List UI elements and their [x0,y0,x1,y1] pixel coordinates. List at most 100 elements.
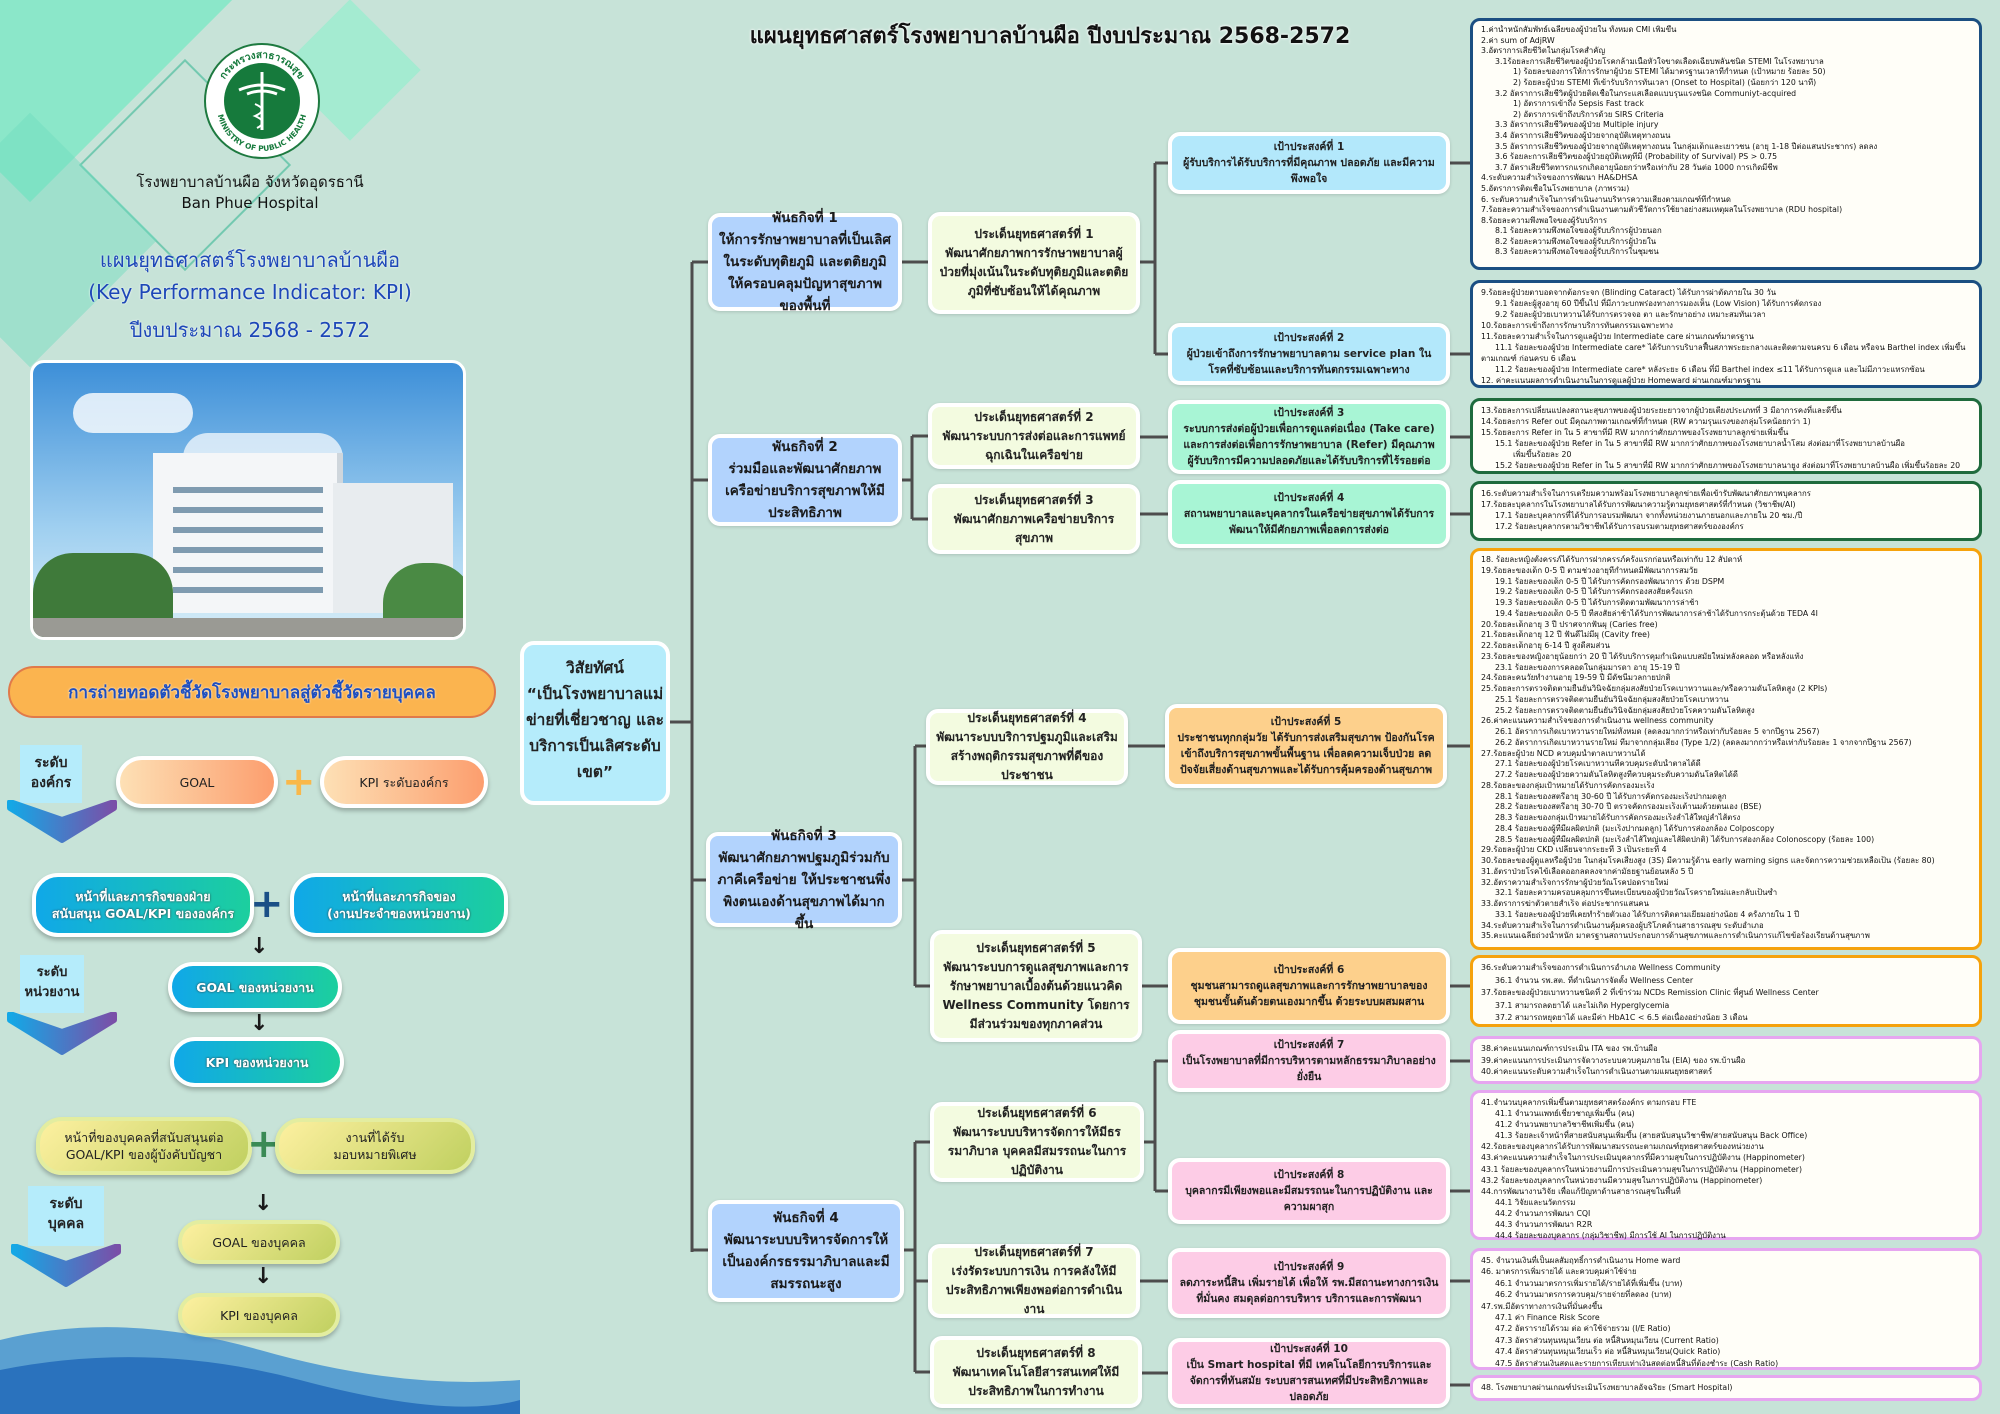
kpi-item: 28.ร้อยละของกลุ่มเป้าหมายได้รับการคัดกรอ… [1481,780,1655,790]
kpi-item: 8.ร้อยละความพึงพอใจของผู้รับบริการ [1481,215,1608,225]
kpi-item: เพิ่มขึ้นร้อยละ 20 [1513,450,1572,459]
goal-box: เป้าประสงค์ที่ 5 ประชาชนทุกกลุ่มวัย ได้รั… [1165,704,1447,788]
kpi-list-box: 16.ระดับความสำเร็จในการเตรียมความพร้อมโร… [1470,481,1982,541]
kpi-item: 28.3 ร้อยละของกลุ่มเป้าหมายได้รับการคัดก… [1495,813,1741,822]
strategy-box-text: พัฒนาเทคโนโลยีสารสนเทศให้มีประสิทธิภาพใน… [952,1364,1120,1398]
kpi-item: 23.ร้อยละของหญิงอายุน้อยกว่า 20 ปี ได้รั… [1481,651,1804,661]
kpi-item: 12. ค่าคะแนนผลการดำเนินงานในการดูแลผู้ป่… [1481,376,1761,385]
person-special-task-pill: งานที่ได้รับมอบหมายพิเศษ [275,1118,475,1174]
kpi-item: 3.5 อัตราการเสียชีวิตของผู้ป่วยจากอุบัติ… [1495,141,1878,151]
kpi-item: 9.ร้อยละผู้ป่วยตาบอดจากต้อกระจก (Blindin… [1481,288,1777,297]
strategy-box-text: พัฒนาระบบการดูแลสุขภาพและการรักษาพยาบาลเ… [942,959,1130,1031]
chevron-down-icon [7,1012,117,1055]
kpi-item: 43.ค่าคะแนนความสำเร็จในการประเมินบุคลากร… [1481,1153,1805,1163]
kpi-item: 1) ร้อยละของการให้การรักษาผู้ป่วย STEMI … [1513,67,1826,77]
vision-text: “เป็นโรงพยาบาลแม่ข่ายที่เชี่ยวชาญ และบริ… [526,685,664,781]
mission-box-text: พัฒนาศักยภาพปฐมภูมิร่วมกับภาคีเครือข่าย … [717,849,891,932]
strategy-box-title: ประเด็นยุทธศาสตร์ที่ 8 [976,1345,1096,1360]
kpi-item: 33.อัตราการฆ่าตัวตายสำเร็จ ต่อประชากรแสน… [1481,899,1649,908]
level-label-line: หน่วยงาน [24,985,80,1000]
strategy-box: ประเด็นยุทธศาสตร์ที่ 5 พัฒนาระบบการดูแลสุ… [930,930,1142,1042]
kpi-list-box: 9.ร้อยละผู้ป่วยตาบอดจากต้อกระจก (Blindin… [1470,280,1982,388]
person-goal-pill: GOAL ของบุคคล [178,1220,340,1264]
goal-box-title: เป้าประสงค์ที่ 9 [1273,1261,1345,1273]
kpi-item: 41.3 ร้อยละเจ้าหน้าที่สายสนับสนุนเพิ่มขึ… [1495,1131,1808,1141]
strategy-box-title: ประเด็นยุทธศาสตร์ที่ 1 [974,227,1094,241]
unit-goal-pill: GOAL ของหน่วยงาน [168,962,342,1012]
chevron-down-icon [7,800,117,843]
pill-line: มอบหมายพิเศษ [333,1147,417,1162]
pill-line: GOAL/KPI ของผู้บังคับบัญชา [65,1147,223,1162]
kpi-item: 26.2 อัตราการเกิดเบาหวานรายใหม่ ที่มาจาก… [1495,737,1912,747]
plus-icon: + [282,759,316,805]
goal-box-title: เป้าประสงค์ที่ 8 [1273,1169,1345,1181]
kpi-item: 3.4 อัตราการเสียชีวิตของผู้ป่วยจากอุบัติ… [1495,130,1671,140]
kpi-item: 30.ร้อยละของผู้ดูแลหรือผู้ป่วย ในกลุ่มโร… [1481,856,1935,865]
kpi-item: 44.2 จำนวนการพัฒนา CQI [1495,1208,1591,1218]
kpi-item: 10.ร้อยละการเข้าถึงการรักษาบริการทันตกรร… [1481,321,1673,330]
kpi-item: ตามเกณฑ์ ก่อนครบ 6 เดือน [1481,354,1576,363]
hospital-building-photo [30,360,466,640]
kpi-item: 17.1 ร้อยละบุคลากรที่ได้รับการอบรมพัฒนา … [1495,511,1803,520]
kpi-item: 19.3 ร้อยละของเด็ก 0-5 ปี ได้รับการติดตา… [1495,598,1699,607]
kpi-item: 42.ร้อยละของบุคลากรได้รับการพัฒนาสมรรถนะ… [1481,1142,1764,1152]
goal-box-text: ระบบการส่งต่อผู้ป่วยเพื่อการดูแลต่อเนื่อ… [1183,423,1435,467]
kpi-item: 28.1 ร้อยละของสตรีอายุ 30-60 ปี ได้รับกา… [1495,791,1727,801]
kpi-item: 44.4 ร้อยละของบุคลากร (กลุ่มวิชาชีพ) มีก… [1495,1231,1726,1241]
kpi-item: 34.ระดับความสำเร็จในการดำเนินงานคุ้มครอง… [1481,920,1764,930]
kpi-item: 11.2 ร้อยละของผู้ป่วย Intermediate care*… [1495,365,1925,374]
goal-box-title: เป้าประสงค์ที่ 10 [1270,1343,1348,1355]
ministry-logo: กระทรวงสาธารณสุข MINISTRY OF PUBLIC HEAL… [204,43,320,159]
goal-box: เป้าประสงค์ที่ 9 ลดภาระหนี้สิน เพิ่มรายได… [1168,1248,1450,1318]
kpi-item: 47.4 อัตราส่วนทุนหมุนเวียนเร็ว ต่อ หนี้ส… [1495,1347,1721,1357]
kpi-item: 2) อัตราการเข้าถึงบริการด้วย SIRS Criter… [1513,109,1664,119]
kpi-item: 15.ร้อยละการ Refer in ใน 5 สาขาที่มี RW … [1481,428,1789,437]
strategy-box-text: พัฒนาระบบการส่งต่อและการแพทย์ฉุกเฉินในเค… [942,428,1126,462]
hospital-name-english: Ban Phue Hospital [181,194,319,212]
kpi-item: 1.ค่าน้ำหนักสัมพัทธ์เฉลี่ยของผู้ป่วยใน ท… [1481,25,1677,34]
mission-box-title: พันธกิจที่ 1 [772,210,838,226]
goal-box-title: เป้าประสงค์ที่ 5 [1270,716,1342,728]
plan-years: ปีงบประมาณ 2568 - 2572 [129,318,371,342]
kpi-item: 9.1 ร้อยละผู้สูงอายุ 60 ปีขึ้นไป ที่มีภา… [1495,299,1822,308]
kpi-item: 47.1 ค่า Finance Risk Score [1495,1313,1600,1323]
kpi-item: 7.ร้อยละความสำเร็จของการดำเนินงานตามตัวช… [1481,205,1843,215]
kpi-item: 28.5 ร้อยละของผู้ที่มีผลผิดปกติ (มะเร็งล… [1495,834,1875,844]
kpi-item: 27.ร้อยละผู้ป่วย NCD ควบคุมน้ำตาลเบาหวาน… [1481,748,1646,758]
kpi-item: 8.2 ร้อยละความพึงพอใจของผู้รับบริการผู้ป… [1495,236,1657,246]
kpi-item: 4.ระดับความสำเร็จของการพัฒนา HA&DHSA [1481,173,1638,183]
goal-box-text: ผู้รับบริการได้รับบริการที่มีคุณภาพ ปลอด… [1183,157,1435,185]
kpi-item: 5.อัตราการติดเชื้อในโรงพยาบาล (ภาพรวม) [1481,183,1630,193]
goal-box-text: ลดภาระหนี้สิน เพิ่มรายได้ เพื่อให้ รพ.มี… [1179,1277,1439,1305]
kpi-item: 46.1 จำนวนมาตรการเพิ่มรายได้/รายได้ที่เพ… [1495,1278,1683,1288]
mission-box-text: พัฒนาระบบบริหารจัดการให้เป็นองค์กรธรรมาภ… [722,1232,890,1292]
kpi-item: 19.ร้อยละของเด็ก 0-5 ปี ตามช่วงอายุที่กำ… [1481,565,1698,575]
pill-line: หน้าที่และภารกิจของฝ่าย [75,889,211,904]
strategy-box: ประเด็นยุทธศาสตร์ที่ 8 พัฒนาเทคโนโลยีสารส… [930,1336,1142,1408]
arrow-down-icon: ↓ [250,934,269,959]
kpi-item: 8.3 ร้อยละความพึงพอใจของผู้รับบริการในชุ… [1495,247,1659,257]
kpi-item: 27.2 ร้อยละของผู้ป่วยความดันโลหิตสูงที่ค… [1495,770,1738,779]
strategy-box-text: เร่งรัดระบบการเงิน การคลังให้มีประสิทธิภ… [945,1264,1123,1316]
goal-box-text: ประชาชนทุกกลุ่มวัย ได้รับการส่งเสริมสุขภ… [1177,732,1435,776]
kpi-item: 8.1 ร้อยละความพึงพอใจของผู้รับบริการผู้ป… [1495,226,1662,236]
kpi-item: 47.5 อัตราส่วนเงินสดและรายการเทียบเท่าเง… [1495,1358,1779,1368]
kpi-item: 43.1 ร้อยละของบุคลากรในหน่วยงานมีการประเ… [1481,1164,1803,1174]
arrow-down-icon: ↓ [254,1191,273,1216]
kpi-item: 15.1 ร้อยละของผู้ป่วย Refer in ใน 5 สาขา… [1495,439,1905,448]
kpi-item: 44.การพัฒนางานวิจัย เพื่อแก้ปัญหาด้านสาธ… [1481,1186,1681,1196]
kpi-item: 31.อัตราป่วยโรคไข้เลือดออกลดลงจากค่ามัธย… [1481,866,1694,876]
strategy-box-title: ประเด็นยุทธศาสตร์ที่ 5 [976,940,1096,955]
level-label-line: บุคคล [47,1216,85,1232]
arrow-down-icon: ↓ [250,1011,269,1036]
kpi-item: 47.รพ.มีอัตราทางการเงินที่มั่นคงขึ้น [1481,1301,1603,1311]
kpi-item: 47.3 อัตราส่วนทุนหมุนเวียน ต่อ หนี้สินหม… [1495,1335,1719,1345]
kpi-item: 25.ร้อยละการตรวจติดตามยืนยันวินิจฉัยกลุ่… [1481,684,1828,693]
goal-box-text: เป็น Smart hospital ที่มี เทคโนโลยีการบร… [1186,1359,1432,1403]
strategy-box-title: ประเด็นยุทธศาสตร์ที่ 7 [974,1245,1094,1259]
unit-kpi-pill: KPI ของหน่วยงาน [170,1037,344,1087]
kpi-item: 19.2 ร้อยละของเด็ก 0-5 ปี ได้รับการคัดกร… [1495,587,1693,597]
kpi-item: 26.1 อัตราการเกิดเบาหวานรายใหม่ทั้งหมด (… [1495,727,1820,736]
